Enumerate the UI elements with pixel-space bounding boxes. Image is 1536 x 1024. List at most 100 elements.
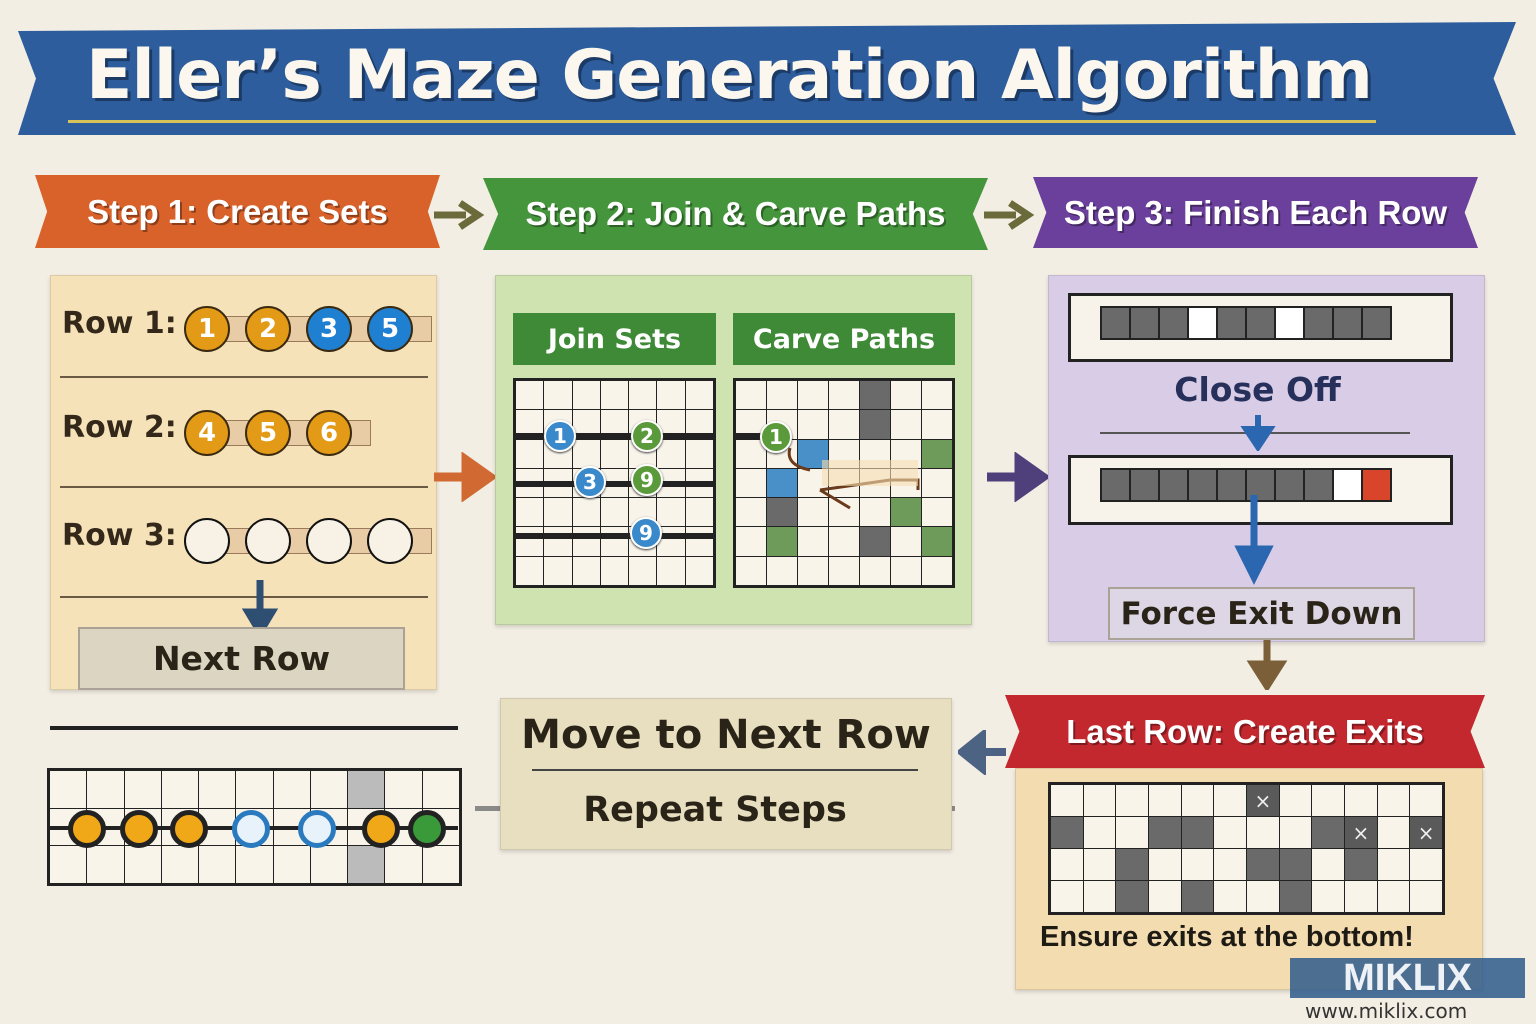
exits-note: Ensure exits at the bottom! (1040, 921, 1414, 953)
close-off-label: Close Off (1174, 370, 1341, 409)
force-exit-arrow-icon (1234, 495, 1274, 585)
maze-cell (657, 381, 685, 410)
step1-label: Step 1: Create Sets (87, 192, 388, 230)
maze-cell (385, 771, 422, 808)
join-sets-text: Join Sets (547, 323, 682, 355)
maze-cell (385, 846, 422, 883)
maze-cell (600, 527, 629, 556)
maze-cell (891, 556, 921, 585)
maze-cell (685, 498, 713, 527)
arrow-down-icon (1240, 415, 1276, 451)
maze-cell (767, 498, 797, 527)
maze-cell (685, 527, 713, 556)
maze-cell: × (1344, 817, 1377, 848)
maze-cell (1051, 785, 1083, 816)
set-marker (298, 810, 336, 848)
next-row-button[interactable]: Next Row (78, 627, 405, 690)
maze-cell (1083, 849, 1116, 880)
maze-cell (1214, 849, 1246, 880)
set-disc: 2 (245, 306, 291, 352)
maze-cell (516, 439, 544, 468)
set-node: 3 (574, 466, 606, 498)
row-cell (1187, 306, 1218, 340)
step2-ribbon: Step 2: Join & Carve Paths (483, 178, 988, 250)
maze-cell (767, 556, 797, 585)
maze-cell (516, 527, 544, 556)
carved-path (787, 447, 920, 510)
maze-cell (124, 771, 161, 808)
maze-cell (572, 527, 600, 556)
maze-cell (1312, 817, 1344, 848)
row-label: Row 3: (62, 518, 177, 553)
maze-cell (829, 381, 859, 410)
maze-cell (50, 771, 87, 808)
path-line (515, 533, 713, 539)
arrow-left-icon (958, 730, 1006, 775)
maze-cell (1279, 785, 1312, 816)
maze-cell (891, 527, 921, 556)
maze-cell (1051, 849, 1083, 880)
last-row-ribbon: Last Row: Create Exits (1005, 695, 1485, 768)
maze-cell (1377, 881, 1410, 912)
move-next-row-box (500, 698, 952, 850)
maze-cell (572, 439, 600, 468)
maze-cell (736, 468, 766, 498)
step3-ribbon: Step 3: Finish Each Row (1033, 177, 1478, 248)
maze-cell (600, 498, 629, 527)
maze-cell (124, 846, 161, 883)
maze-cell (736, 498, 766, 527)
maze-cell (199, 771, 236, 808)
maze-cell (736, 381, 766, 410)
divider (60, 376, 428, 378)
maze-cell (860, 410, 890, 439)
divider (60, 596, 428, 598)
maze-cell (860, 498, 890, 527)
final-maze-grid: ××× (1048, 782, 1445, 915)
maze-cell (236, 846, 273, 883)
maze-cell (685, 439, 713, 468)
maze-cell (1148, 849, 1181, 880)
arrow-right-icon (434, 452, 497, 502)
set-node: 1 (544, 420, 576, 452)
row-cell (1216, 468, 1247, 502)
set-node: 2 (631, 420, 663, 452)
set-marker (232, 810, 270, 848)
maze-cell (1246, 881, 1279, 912)
maze-cell (1377, 849, 1410, 880)
maze-cell (922, 468, 952, 498)
last-row-label: Last Row: Create Exits (1066, 712, 1424, 750)
maze-cell (1246, 849, 1279, 880)
maze-cell (1116, 817, 1148, 848)
maze-cell (422, 771, 459, 808)
maze-cell (1116, 785, 1148, 816)
maze-cell (1181, 849, 1214, 880)
maze-cell (657, 498, 685, 527)
maze-cell (236, 771, 273, 808)
set-disc: 5 (367, 306, 413, 352)
maze-cell (348, 771, 385, 808)
set-disc: 3 (306, 306, 352, 352)
maze-cell (922, 439, 952, 468)
arrow-right-icon (434, 200, 485, 230)
maze-cell (544, 556, 572, 585)
maze-cell (1148, 785, 1181, 816)
step3-label: Step 3: Finish Each Row (1063, 193, 1448, 231)
maze-cell (629, 381, 657, 410)
watermark-url: www.miklix.com (1305, 999, 1468, 1023)
maze-cell (1083, 881, 1116, 912)
step2-label: Step 2: Join & Carve Paths (525, 195, 946, 232)
row-cell (1361, 468, 1392, 502)
maze-cell (1312, 849, 1344, 880)
maze-cell (50, 846, 87, 883)
maze-cell (1410, 849, 1442, 880)
maze-cell (572, 556, 600, 585)
watermark-logo: MIKLIX (1290, 957, 1525, 999)
page-title: Eller’s Maze Generation Algorithm (86, 36, 1373, 115)
row-cell (1274, 306, 1305, 340)
maze-cell (657, 556, 685, 585)
node-label: 3 (583, 470, 597, 494)
maze-cell (1344, 881, 1377, 912)
set-disc (245, 518, 291, 564)
repeat-steps: Repeat Steps (583, 790, 847, 830)
